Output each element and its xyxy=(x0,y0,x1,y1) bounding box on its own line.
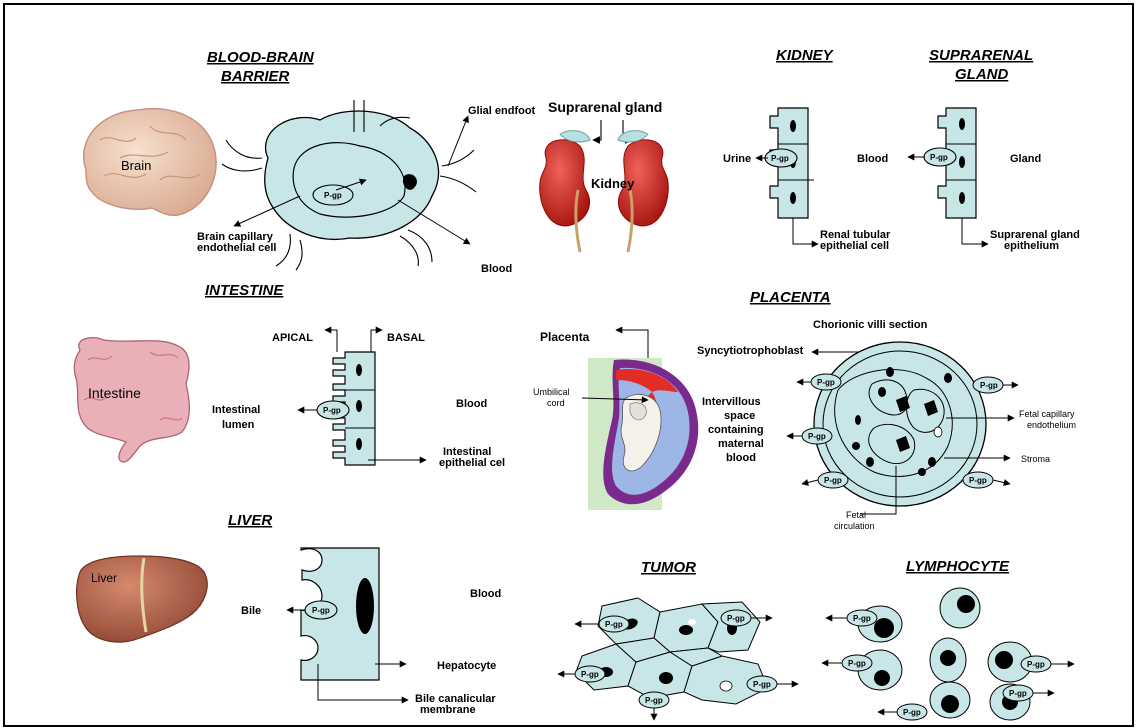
liver-bile: Bile xyxy=(241,605,261,617)
placenta-stroma: Stroma xyxy=(1021,454,1050,464)
lymph-pgp-5: P-gp xyxy=(903,708,921,717)
kidney-blood: Blood xyxy=(857,153,888,165)
brain-illustration: Brain xyxy=(84,109,216,216)
tumor-pgp-4: P-gp xyxy=(753,680,771,689)
liver-label: Liver xyxy=(91,571,117,585)
lymph-pgp-1: P-gp xyxy=(853,614,871,623)
placenta-illustration xyxy=(588,358,698,510)
intestine-lumen-1: Intestinal xyxy=(212,404,260,416)
intestine-blood: Blood xyxy=(456,398,487,410)
suprarenal-cell-2: epithelium xyxy=(1004,240,1059,252)
kidney-left xyxy=(540,131,590,252)
intestine-illustration: Intestine xyxy=(74,338,189,462)
placenta-chorionic: Chorionic villi section xyxy=(813,319,928,331)
kidney-right xyxy=(618,131,668,252)
bbb-panel: BLOOD-BRAIN BARRIER Brain P-gp Glial end… xyxy=(84,49,536,275)
kidney-cell-2: epithelial cell xyxy=(820,240,889,252)
suprarenal-panel: SUPRARENAL GLAND P-gp Gland Suprarenal g… xyxy=(908,47,1080,252)
placenta-syncytio: Syncytiotrophoblast xyxy=(697,345,804,357)
tumor-title: TUMOR xyxy=(641,559,696,576)
suprarenal-title-2: GLAND xyxy=(955,66,1008,83)
intestine-basal: BASAL xyxy=(387,332,425,344)
placenta-fetal-cap-1: Fetal capillary xyxy=(1019,409,1075,419)
kidney-panel: KIDNEY Suprarenal gland Kidney P-gp xyxy=(540,47,891,252)
intestine-panel: INTESTINE Intestine APICAL BASAL P-gp In… xyxy=(74,282,505,469)
placenta-panel: PLACENTA Placenta Umbilical cord Chorion… xyxy=(533,289,1076,531)
kidney-urine: Urine xyxy=(723,153,751,165)
liver-hepatocyte: Hepatocyte xyxy=(437,660,496,672)
intestine-apical: APICAL xyxy=(272,332,313,344)
brain-label: Brain xyxy=(121,158,151,173)
lymph-pgp-2: P-gp xyxy=(1027,660,1045,669)
tumor-pgp-5: P-gp xyxy=(645,696,663,705)
placenta-umbilical-1: Umbilical xyxy=(533,387,570,397)
placenta-pgp-4: P-gp xyxy=(824,476,842,485)
intestine-pgp: P-gp xyxy=(323,406,341,415)
liver-pgp: P-gp xyxy=(312,606,330,615)
liver-panel: LIVER Liver P-gp Bile Blood Hepatocyte B… xyxy=(77,512,502,716)
lymph-pgp-3: P-gp xyxy=(848,659,866,668)
lymphocyte-title: LYMPHOCYTE xyxy=(906,558,1010,575)
bbb-title-1: BLOOD-BRAIN xyxy=(207,49,315,66)
placenta-pgp-1: P-gp xyxy=(817,378,835,387)
lymphocytes xyxy=(858,588,1032,720)
suprarenal-pgp: P-gp xyxy=(930,153,948,162)
bbb-title-2: BARRIER xyxy=(221,68,290,85)
liver-canal-2: membrane xyxy=(420,704,476,716)
intestine-cell-column: P-gp xyxy=(298,352,426,465)
suprarenal-gland-word: Gland xyxy=(1010,153,1041,165)
intestine-lumen-2: lumen xyxy=(222,419,255,431)
placenta-pgp-2: P-gp xyxy=(980,381,998,390)
kidney-label: Kidney xyxy=(591,176,635,191)
lymph-pgp-4: P-gp xyxy=(1009,689,1027,698)
placenta-fetal-circ-2: circulation xyxy=(834,521,875,531)
tumor-pgp-3: P-gp xyxy=(581,670,599,679)
placenta-interv-2: space xyxy=(724,410,755,422)
liver-blood: Blood xyxy=(470,588,501,600)
placenta-interv-1: Intervillous xyxy=(702,396,761,408)
tumor-panel: TUMOR P-gp P-gp P-gp xyxy=(558,559,798,720)
placenta-label: Placenta xyxy=(540,330,590,344)
bbb-glial: Glial endfoot xyxy=(468,105,536,117)
intestine-title: INTESTINE xyxy=(205,282,284,299)
suprarenal-cell-column: P-gp xyxy=(908,108,988,244)
hepatocyte-cell: P-gp xyxy=(287,548,408,700)
bbb-pgp: P-gp xyxy=(324,191,342,200)
placenta-title: PLACENTA xyxy=(750,289,831,306)
placenta-interv-4: maternal xyxy=(718,438,764,450)
placenta-pgp-3: P-gp xyxy=(808,432,826,441)
placenta-pgp-5: P-gp xyxy=(969,476,987,485)
lymphocyte-panel: LYMPHOCYTE P-gp P-gp P-gp xyxy=(822,558,1074,720)
kidney-cell-column: P-gp xyxy=(756,108,818,244)
placenta-umbilical-2: cord xyxy=(547,398,565,408)
liver-illustration: Liver xyxy=(77,556,208,642)
kidney-pgp: P-gp xyxy=(771,154,789,163)
suprarenal-title-1: SUPRARENAL xyxy=(929,47,1033,64)
suprarenal-gland-label: Suprarenal gland xyxy=(548,99,662,115)
kidney-title: KIDNEY xyxy=(776,47,835,64)
bbb-blood: Blood xyxy=(481,263,512,275)
placenta-fetal-circ-1: Fetal xyxy=(846,510,866,520)
intestine-cell-2: epithelial cel xyxy=(439,457,505,469)
tumor-pgp-2: P-gp xyxy=(727,614,745,623)
bbb-cell-2: endothelial cell xyxy=(197,242,276,254)
intestine-label: Intestine xyxy=(88,385,141,401)
placenta-fetal-cap-2: endothelium xyxy=(1027,420,1076,430)
placenta-interv-3: containing xyxy=(708,424,764,436)
liver-title: LIVER xyxy=(228,512,272,529)
placenta-interv-5: blood xyxy=(726,452,756,464)
tumor-pgp-1: P-gp xyxy=(605,620,623,629)
